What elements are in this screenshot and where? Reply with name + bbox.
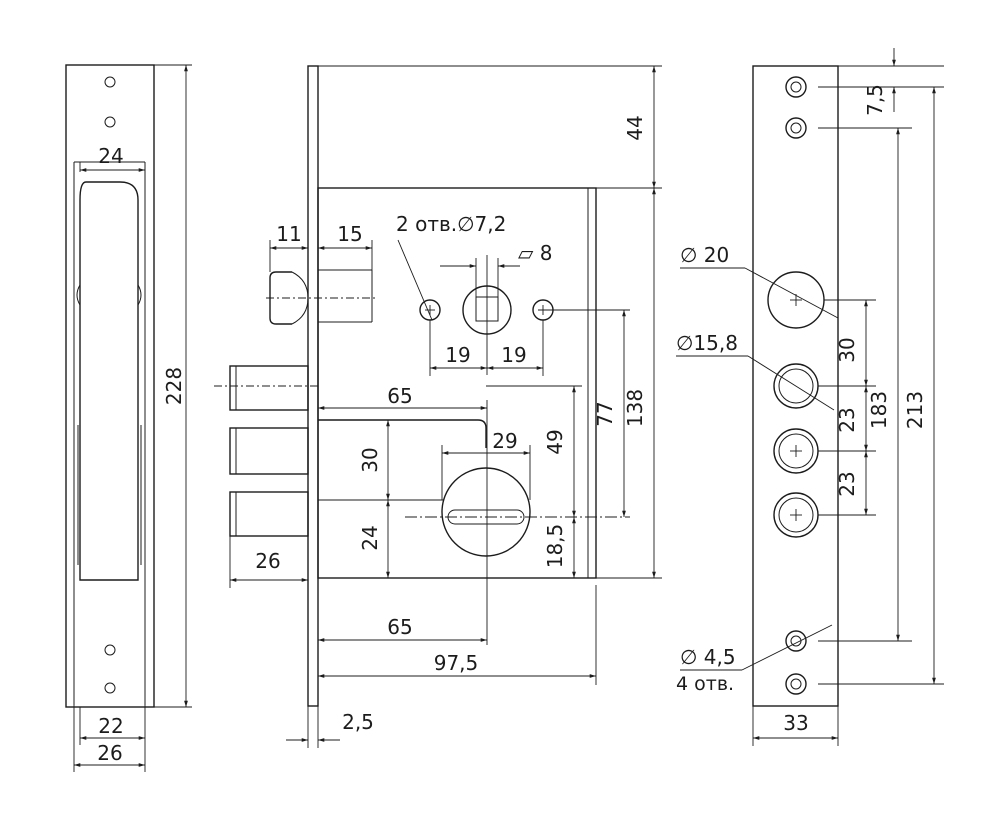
- dim-11: 11: [276, 222, 301, 246]
- side-screw-hole: [104, 644, 116, 656]
- dim-24: 24: [358, 525, 382, 550]
- dim-19-right: 19: [501, 343, 526, 367]
- dim-height-228: 228: [162, 367, 186, 405]
- cylinder-hole: [441, 467, 531, 557]
- dim-2-5: 2,5: [342, 710, 374, 734]
- dead-bolt: [229, 491, 309, 537]
- dim-65-bottom: 65: [387, 615, 412, 639]
- faceplate-screw-hole: [785, 117, 807, 139]
- faceplate-view: 7,5 ∅ 20 ∅15,8 30 23 23 183 213 ∅ 4,5 4 …: [676, 48, 944, 746]
- dim-diameter-20: ∅ 20: [680, 243, 729, 267]
- dim-square-8: ⏥ 8: [518, 241, 552, 265]
- dim-30: 30: [358, 447, 382, 472]
- front-lock-body: [317, 187, 597, 579]
- dim-23-b: 23: [835, 471, 859, 496]
- dim-width-26: 26: [97, 741, 122, 765]
- dim-44: 44: [623, 115, 647, 140]
- bolt-bar: [318, 419, 487, 448]
- faceplate-screw-hole: [785, 76, 807, 98]
- dim-65-top: 65: [387, 384, 412, 408]
- front-view: 11 15 2 отв.∅7,2 ⏥ 8 19 19 44 65 29: [214, 65, 662, 748]
- dim-width-22: 22: [98, 714, 123, 738]
- dim-diameter-15-8: ∅15,8: [676, 331, 738, 355]
- dead-bolt: [229, 365, 309, 411]
- note-4-holes: 4 отв.: [676, 673, 734, 695]
- dim-width-24: 24: [98, 144, 123, 168]
- side-screw-hole: [104, 116, 116, 128]
- side-screw-hole: [104, 76, 116, 88]
- dim-7-5: 7,5: [863, 84, 887, 116]
- dead-bolt: [229, 427, 309, 475]
- dim-18-5: 18,5: [543, 524, 567, 569]
- dim-77: 77: [593, 401, 617, 426]
- dim-97-5: 97,5: [434, 651, 479, 675]
- dim-15: 15: [337, 222, 362, 246]
- dim-49: 49: [543, 429, 567, 454]
- faceplate-screw-hole: [785, 630, 807, 652]
- faceplate-screw-hole: [785, 673, 807, 695]
- side-view: 24 228 22 26: [65, 64, 192, 772]
- dim-19-left: 19: [445, 343, 470, 367]
- dim-138: 138: [623, 389, 647, 427]
- dim-183: 183: [867, 391, 891, 429]
- dim-diameter-4-5: ∅ 4,5: [680, 645, 736, 669]
- side-screw-hole: [104, 682, 116, 694]
- dim-29: 29: [492, 429, 517, 453]
- dim-30-faceplate: 30: [835, 337, 859, 362]
- dim-26: 26: [255, 549, 280, 573]
- dim-23-a: 23: [835, 407, 859, 432]
- note-holes-7-2: 2 отв.∅7,2: [396, 212, 506, 236]
- dim-33: 33: [783, 711, 808, 735]
- side-lock-body: [79, 181, 139, 581]
- dim-213: 213: [903, 391, 927, 429]
